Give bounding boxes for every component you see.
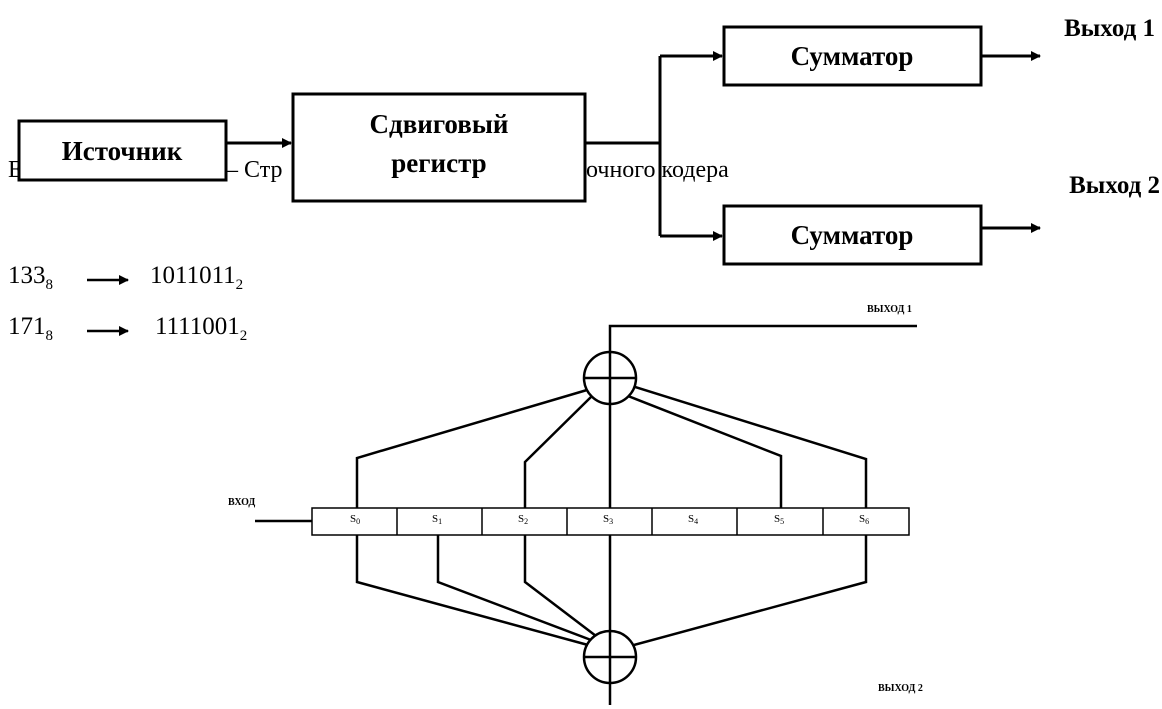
- register-cell-label: S6: [859, 513, 869, 526]
- generator-binary-2: 11110012: [155, 313, 247, 345]
- tap-bottom-s0: [355, 535, 589, 647]
- generator-octal-base: 8: [45, 277, 54, 293]
- register-cell-label: S2: [518, 513, 528, 526]
- generator-binary-base: 2: [239, 328, 248, 344]
- tap-top-s6: [634, 385, 868, 508]
- register-cell-label: S1: [432, 513, 442, 526]
- encoder-output1-label: ВЫХОД 1: [867, 304, 912, 315]
- generator-binary: 1111001: [155, 313, 240, 340]
- source-label: Источник: [62, 136, 183, 166]
- generator-code-2: 1718: [8, 313, 53, 345]
- register-cell-label: S3: [603, 513, 613, 526]
- shift-register: [311, 507, 910, 536]
- adder-bottom-label: Сумматор: [791, 220, 914, 250]
- register-cell-label: S4: [688, 513, 698, 526]
- block-diagram: Источник Сдвиговый регистр Сумматор Сумм…: [17, 15, 1160, 266]
- encoder-input-label: ВХОД: [228, 497, 255, 508]
- tap-top-s5: [627, 394, 783, 508]
- tap-bottom-s6: [633, 535, 868, 647]
- register-cell-label: S5: [774, 513, 784, 526]
- encoder-output2-label: ВЫХОД 2: [878, 683, 923, 694]
- register-label-line2: регистр: [391, 148, 486, 178]
- output1-label: Выход 1: [1064, 15, 1155, 42]
- tap-top-s2: [523, 395, 593, 508]
- generator-binary-base: 2: [235, 277, 244, 293]
- generator-binary-1: 10110112: [150, 262, 243, 294]
- source-block: [17, 119, 228, 182]
- generator-octal: 133: [8, 262, 46, 289]
- tap-top-s0: [355, 388, 588, 508]
- adder-top-block: [722, 25, 983, 87]
- tap-bottom-s1: [436, 535, 592, 642]
- output1-line: [608, 324, 917, 352]
- generator-octal: 171: [8, 313, 46, 340]
- caption-fragment-mid: – Стр: [225, 157, 282, 183]
- generator-binary: 1011011: [150, 262, 236, 289]
- register-label-line1: Сдвиговый: [370, 109, 509, 139]
- encoder-schematic: [255, 324, 917, 705]
- caption-fragment-right: очного кодера: [586, 157, 729, 183]
- register-cell-labels: S0 S1 S2 S3 S4 S5 S6: [350, 513, 869, 526]
- generator-code-1: 1338: [8, 262, 53, 294]
- output2-label: Выход 2: [1069, 172, 1160, 199]
- adder-top-label: Сумматор: [791, 41, 914, 71]
- register-block: [291, 92, 587, 203]
- adder-bottom-block: [722, 204, 983, 266]
- register-cell-label: S0: [350, 513, 360, 526]
- tap-bottom-s2: [523, 535, 597, 637]
- generator-octal-base: 8: [45, 328, 54, 344]
